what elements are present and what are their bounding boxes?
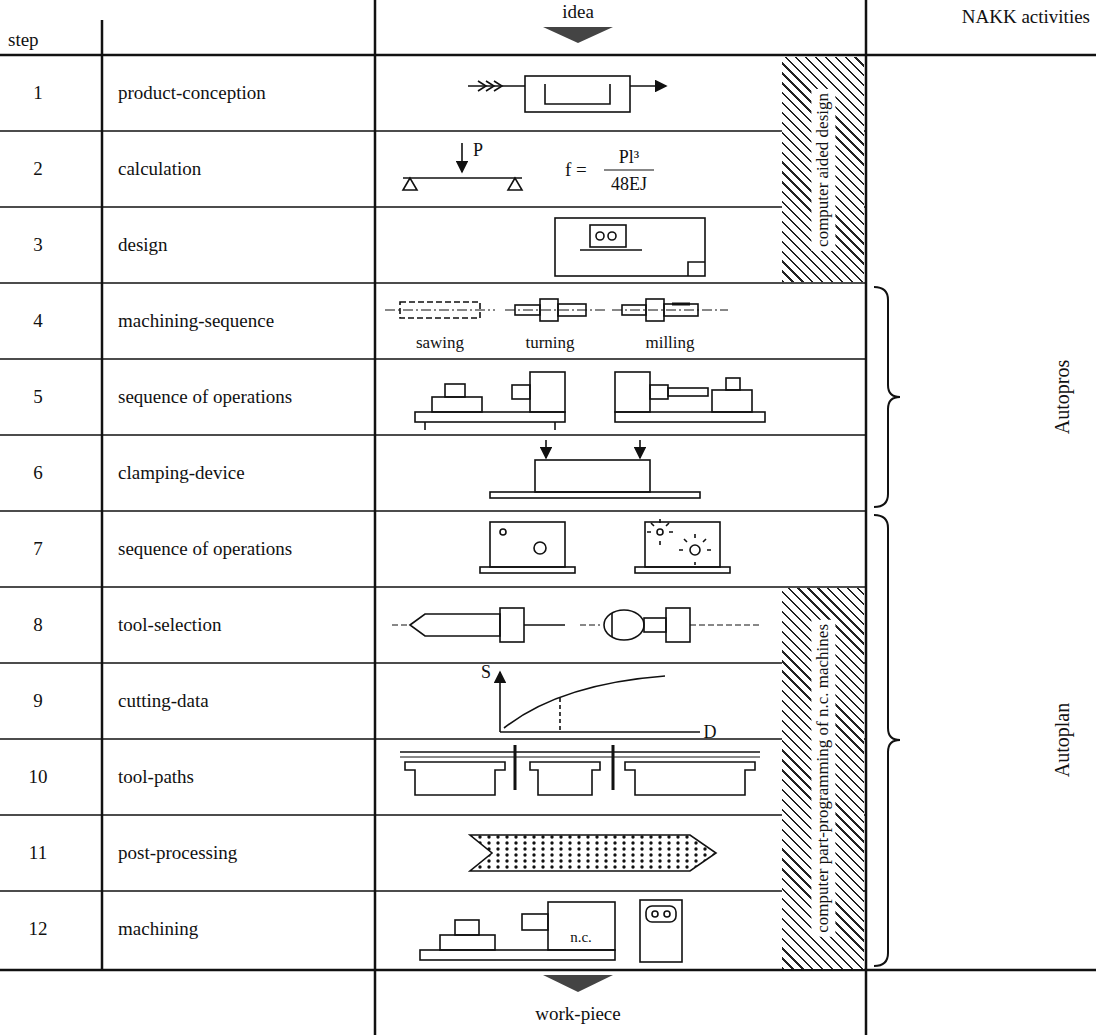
- step-number: 9: [33, 690, 43, 712]
- step-number: 1: [33, 82, 43, 104]
- axis-label: D: [704, 722, 717, 743]
- step-number: 4: [33, 310, 43, 332]
- step-name: tool-selection: [118, 614, 221, 636]
- operation-label: milling: [645, 333, 694, 353]
- step-name: clamping-device: [118, 462, 245, 484]
- step-name: machining: [118, 918, 198, 940]
- step-name: sequence of operations: [118, 538, 292, 560]
- axis-label: S: [481, 662, 491, 683]
- step-number: 10: [29, 766, 48, 788]
- band-label: computer part-programming of n.c. machin…: [811, 620, 835, 937]
- flow-start: idea: [562, 1, 594, 23]
- step-number: 8: [33, 614, 43, 636]
- formula: Pl³: [619, 147, 639, 168]
- operation-label: sawing: [416, 333, 464, 353]
- column-header: NAKK activities: [960, 6, 1090, 28]
- step-name: cutting-data: [118, 690, 209, 712]
- step-number: 11: [29, 842, 47, 864]
- step-name: machining-sequence: [118, 310, 274, 332]
- step-name: tool-paths: [118, 766, 194, 788]
- step-name: post-processing: [118, 842, 237, 864]
- machine-label: n.c.: [570, 929, 592, 946]
- operation-label: turning: [525, 333, 574, 353]
- column-header: step: [8, 29, 39, 51]
- activity-label: Autopros: [1051, 360, 1074, 434]
- step-name: design: [118, 234, 168, 256]
- step-name: sequence of operations: [118, 386, 292, 408]
- step-number: 3: [33, 234, 43, 256]
- formula: f =: [565, 159, 587, 181]
- hatched-band: computer part-programming of n.c. machin…: [782, 588, 864, 969]
- step-number: 12: [29, 918, 48, 940]
- step-number: 6: [33, 462, 43, 484]
- step-name: product-conception: [118, 82, 266, 104]
- step-name: calculation: [118, 158, 201, 180]
- hatched-band: computer aided design: [782, 57, 864, 282]
- step-number: 2: [33, 158, 43, 180]
- activity-label: Autoplan: [1051, 703, 1074, 777]
- step-number: 5: [33, 386, 43, 408]
- formula: 48EJ: [611, 174, 647, 195]
- load-symbol: P: [473, 140, 483, 161]
- step-number: 7: [33, 538, 43, 560]
- band-label: computer aided design: [811, 89, 835, 251]
- flow-end: work-piece: [535, 1003, 620, 1025]
